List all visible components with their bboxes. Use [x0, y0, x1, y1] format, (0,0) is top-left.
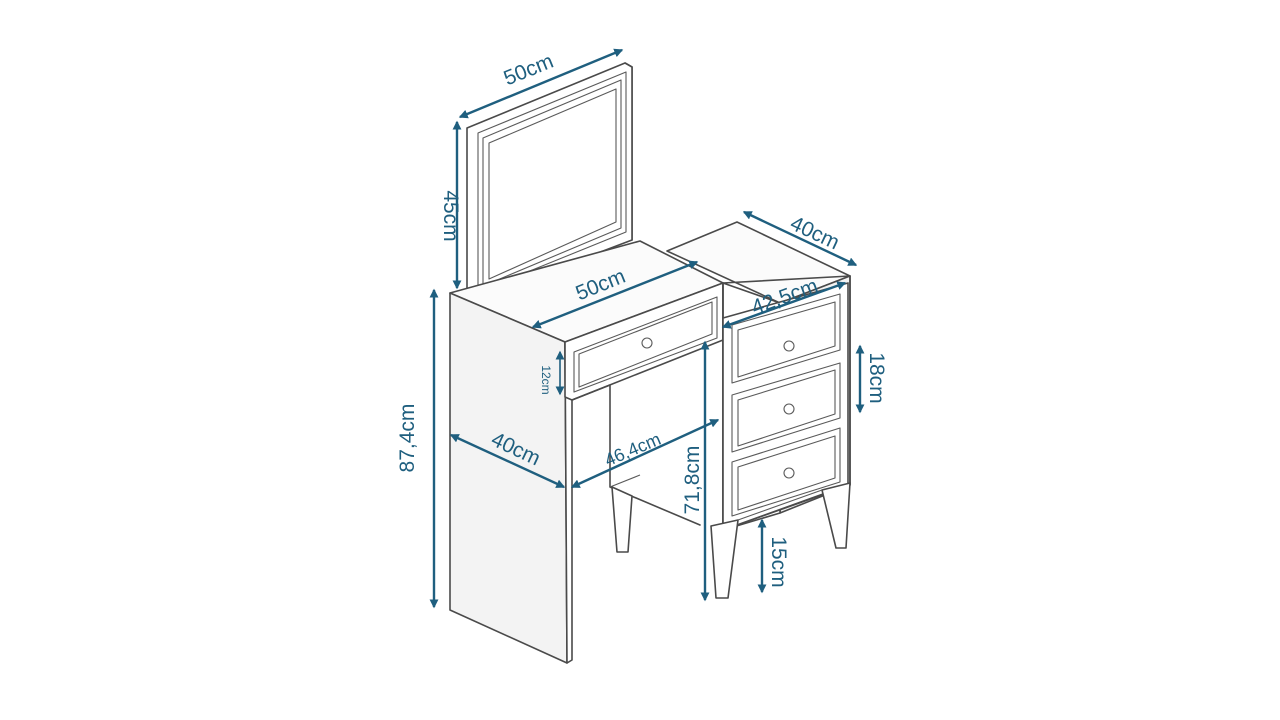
dim-line-knee-space-width: [570, 418, 720, 489]
dimension-lines: [429, 48, 865, 609]
label-cabinet-height: 71,8cm: [681, 446, 704, 515]
dim-line-desk-depth: [449, 433, 566, 489]
cabinet-legs: [611, 482, 851, 599]
dim-line-cabinet-depth: [742, 210, 858, 267]
label-total-height: 87,4cm: [396, 404, 419, 473]
label-leg-height: 15cm: [767, 536, 790, 587]
label-mirror-width: 50cm: [500, 50, 556, 91]
dim-line-cabinet-width: [721, 281, 847, 329]
left-side-panel: [449, 292, 573, 664]
dim-line-mirror-width: [458, 48, 624, 119]
label-cabinet-drawer-height: 18cm: [865, 352, 888, 403]
label-cabinet-depth: 40cm: [787, 212, 843, 255]
label-knee-space-width: 46,4cm: [602, 429, 664, 470]
label-mirror-height: 45cm: [439, 190, 462, 241]
drawer-cabinet: [722, 275, 851, 531]
label-desk-drawer-height: 12cm: [539, 365, 553, 394]
dim-line-desk-top-width: [531, 260, 699, 329]
